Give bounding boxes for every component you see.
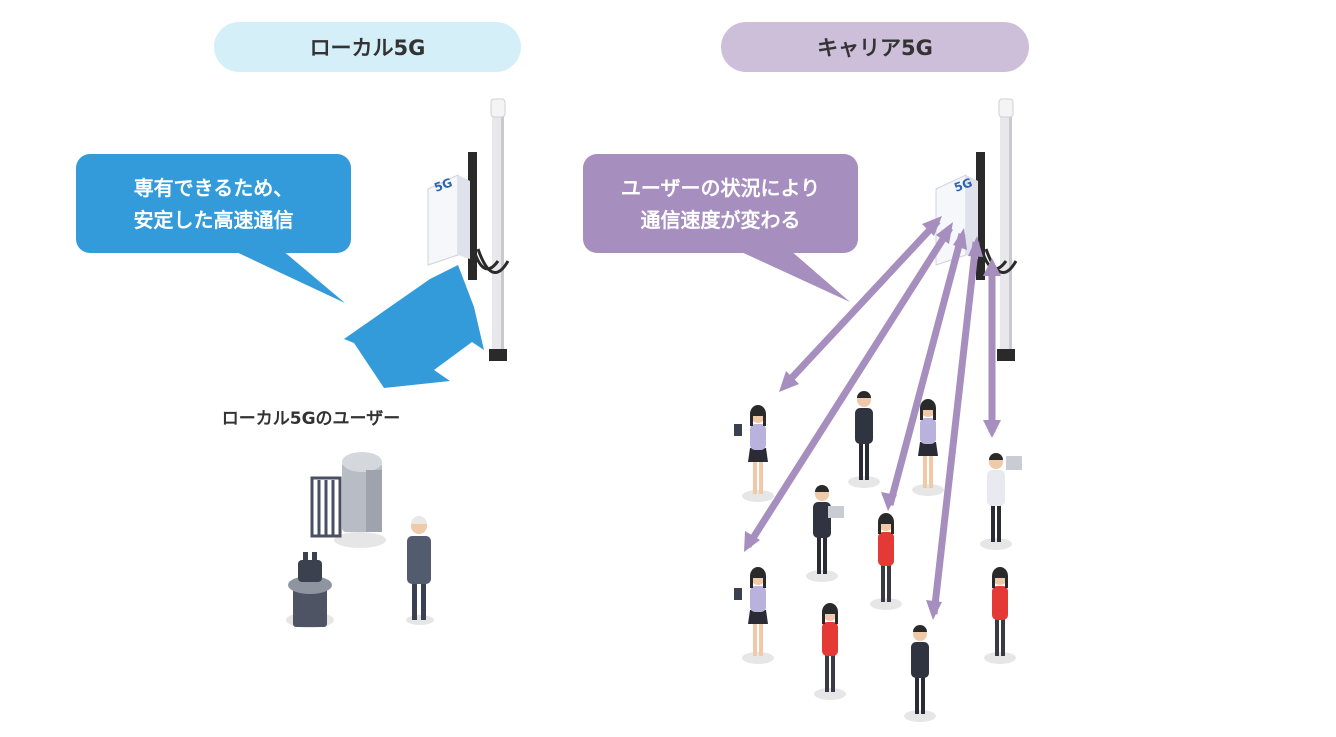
carrier-5g-heading: キャリア5G xyxy=(721,22,1029,72)
carrier-speech-bubble: ユーザーの状況により 通信速度が変わる xyxy=(583,154,858,253)
local-bubble-line1: 専有できるため、 xyxy=(133,175,294,200)
carrier-arrow-2 xyxy=(745,226,953,548)
local-double-arrow xyxy=(344,265,484,388)
carrier-arrow-3 xyxy=(886,233,966,506)
local-5g-heading: ローカル5G xyxy=(214,22,521,72)
carrier-arrow-4 xyxy=(930,241,980,615)
carrier-arrow-1 xyxy=(783,218,941,387)
laptop-icon xyxy=(828,506,844,518)
user-person-icon xyxy=(814,603,846,700)
local-5g-user-label: ローカル5Gのユーザー xyxy=(221,409,401,429)
carrier-5g-heading-text: キャリア5G xyxy=(817,36,933,60)
user-person-icon xyxy=(742,405,774,502)
tank-equipment-icon xyxy=(286,452,386,628)
carrier-arrows xyxy=(744,216,1001,620)
user-person-icon xyxy=(848,391,880,488)
local-bubble-tail xyxy=(232,250,345,303)
carrier-bubble-tail xyxy=(737,250,850,302)
tablet-icon xyxy=(734,424,742,436)
user-person-icon xyxy=(984,567,1016,664)
user-person-icon xyxy=(870,513,902,610)
user-person-icon xyxy=(806,485,838,582)
carrier-bubble-line2: 通信速度が変わる xyxy=(640,207,801,232)
worker-icon xyxy=(406,516,434,625)
user-person-icon xyxy=(742,567,774,664)
carrier-tower-label: 5G xyxy=(952,175,974,194)
tablet-icon xyxy=(734,588,742,600)
local-tower-label: 5G xyxy=(432,175,454,194)
carrier-bubble-line1: ユーザーの状況により xyxy=(620,175,821,200)
laptop-icon xyxy=(1006,456,1022,470)
local-bubble-line2: 安定した高速通信 xyxy=(133,207,294,232)
user-person-icon xyxy=(904,625,936,722)
local-speech-bubble: 専有できるため、 安定した高速通信 xyxy=(76,154,351,253)
local-5g-heading-text: ローカル5G xyxy=(309,36,426,60)
